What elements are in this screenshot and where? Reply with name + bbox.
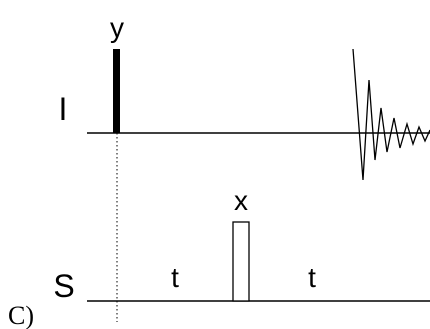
fid-signal <box>352 48 430 181</box>
panel-label: C) <box>8 301 34 329</box>
s-channel-label: S <box>53 268 74 304</box>
s-channel-delay-before: t <box>171 262 179 293</box>
i-channel-pulse-phase: y <box>110 12 124 43</box>
i-channel: y I <box>59 12 430 181</box>
s-channel-pulse-x <box>232 221 250 302</box>
i-channel-label: I <box>59 91 68 127</box>
s-channel: x t t S <box>53 185 430 304</box>
i-channel-pulse-y <box>113 49 120 133</box>
s-channel-pulse-phase: x <box>234 185 248 216</box>
s-channel-delay-after: t <box>308 262 316 293</box>
